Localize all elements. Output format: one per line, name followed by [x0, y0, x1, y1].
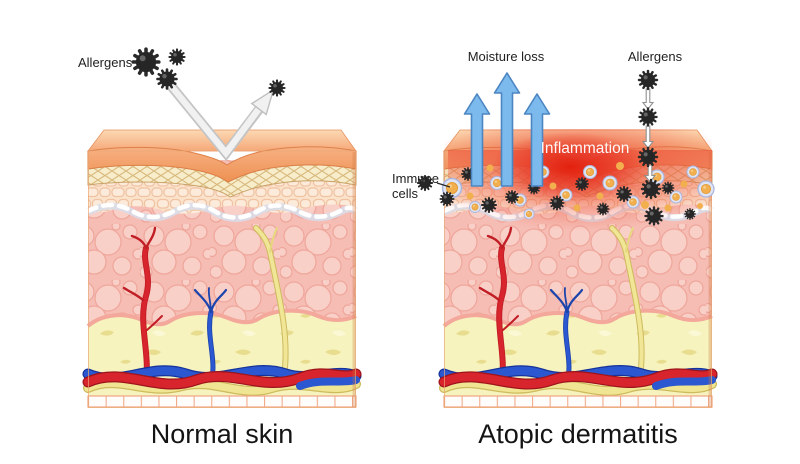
allergen-entry-column	[637, 69, 664, 226]
allergen-bounce-arrow	[167, 82, 275, 162]
normal-skin-block	[88, 130, 356, 408]
moisture-loss-label: Moisture loss	[468, 49, 545, 64]
allergen-icon	[168, 48, 186, 66]
allergens-label-right: Allergens	[628, 49, 683, 64]
normal-skin-caption: Normal skin	[151, 419, 294, 449]
immune-cells-label-line1: Immune	[392, 171, 439, 186]
immune-cells-label-line2: cells	[392, 186, 419, 201]
allergen-icon	[131, 47, 161, 77]
inflammation-label: Inflammation	[541, 140, 630, 157]
immune-cells-pointer-line	[436, 182, 451, 188]
atopic-dermatitis-caption: Atopic dermatitis	[478, 419, 678, 449]
immune-cells	[441, 162, 715, 220]
moisture-loss-arrows	[463, 72, 551, 187]
allergens-label-left: Allergens	[78, 55, 133, 70]
